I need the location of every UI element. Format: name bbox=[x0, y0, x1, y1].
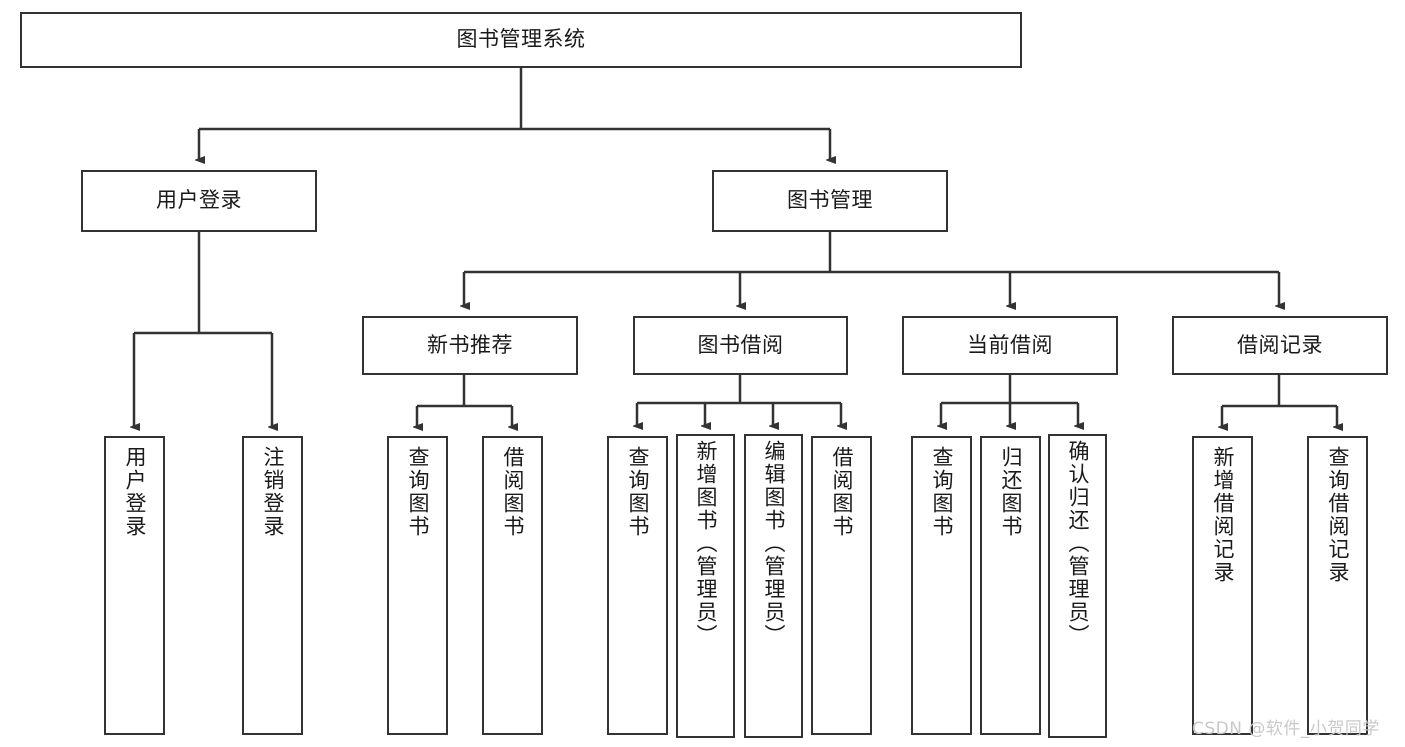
node-new-book-recommend-label: 新书推荐 bbox=[427, 332, 513, 357]
watermark-text: CSDN @软件_小贺同学 bbox=[1192, 719, 1380, 739]
leaf-user-login-signin-label: 用户登录 bbox=[123, 446, 147, 538]
leaf-current-confirm-return-admin-label: 确认归还（管理员） bbox=[1066, 440, 1090, 647]
leaf-new-book-borrow[interactable]: 借阅图书 bbox=[482, 436, 543, 735]
leaf-user-login-signin[interactable]: 用户登录 bbox=[104, 436, 165, 735]
node-user-login-label: 用户登录 bbox=[156, 188, 242, 213]
node-current-borrow-label: 当前借阅 bbox=[967, 332, 1053, 357]
leaf-borrow-add-book-admin-label: 新增图书（管理员） bbox=[694, 440, 718, 647]
node-book-management[interactable]: 图书管理 bbox=[712, 170, 948, 232]
leaf-records-add-record[interactable]: 新增借阅记录 bbox=[1192, 436, 1253, 735]
leaf-current-query-book-label: 查询图书 bbox=[930, 446, 954, 538]
leaf-borrow-add-book-admin[interactable]: 新增图书（管理员） bbox=[676, 434, 735, 738]
node-borrow-records[interactable]: 借阅记录 bbox=[1172, 316, 1388, 375]
node-user-login[interactable]: 用户登录 bbox=[81, 170, 317, 232]
leaf-borrow-borrow-book-label: 借阅图书 bbox=[830, 446, 854, 538]
leaf-current-confirm-return-admin[interactable]: 确认归还（管理员） bbox=[1048, 434, 1107, 738]
leaf-new-book-query[interactable]: 查询图书 bbox=[387, 436, 448, 735]
leaf-borrow-edit-book-admin-label: 编辑图书（管理员） bbox=[762, 440, 786, 647]
node-new-book-recommend[interactable]: 新书推荐 bbox=[362, 316, 578, 375]
node-current-borrow[interactable]: 当前借阅 bbox=[902, 316, 1118, 375]
leaf-new-book-borrow-label: 借阅图书 bbox=[501, 446, 525, 538]
leaf-current-return-book[interactable]: 归还图书 bbox=[980, 436, 1041, 735]
node-root-label: 图书管理系统 bbox=[456, 27, 586, 52]
node-book-management-label: 图书管理 bbox=[787, 188, 873, 213]
leaf-borrow-query-book-label: 查询图书 bbox=[626, 446, 650, 538]
leaf-new-book-query-label: 查询图书 bbox=[406, 446, 430, 538]
leaf-current-return-book-label: 归还图书 bbox=[999, 446, 1023, 538]
leaf-records-query-record-label: 查询借阅记录 bbox=[1326, 446, 1350, 584]
node-root[interactable]: 图书管理系统 bbox=[20, 12, 1022, 68]
leaf-user-login-signout-label: 注销登录 bbox=[261, 446, 285, 538]
node-book-borrow-label: 图书借阅 bbox=[697, 332, 784, 357]
leaf-borrow-borrow-book[interactable]: 借阅图书 bbox=[811, 436, 872, 735]
node-book-borrow[interactable]: 图书借阅 bbox=[633, 316, 848, 375]
leaf-user-login-signout[interactable]: 注销登录 bbox=[242, 436, 303, 735]
leaf-borrow-query-book[interactable]: 查询图书 bbox=[607, 436, 668, 735]
leaf-borrow-edit-book-admin[interactable]: 编辑图书（管理员） bbox=[744, 434, 803, 738]
leaf-records-query-record[interactable]: 查询借阅记录 bbox=[1307, 436, 1368, 735]
leaf-records-add-record-label: 新增借阅记录 bbox=[1211, 446, 1235, 584]
leaf-current-query-book[interactable]: 查询图书 bbox=[911, 436, 972, 735]
node-borrow-records-label: 借阅记录 bbox=[1237, 332, 1323, 357]
